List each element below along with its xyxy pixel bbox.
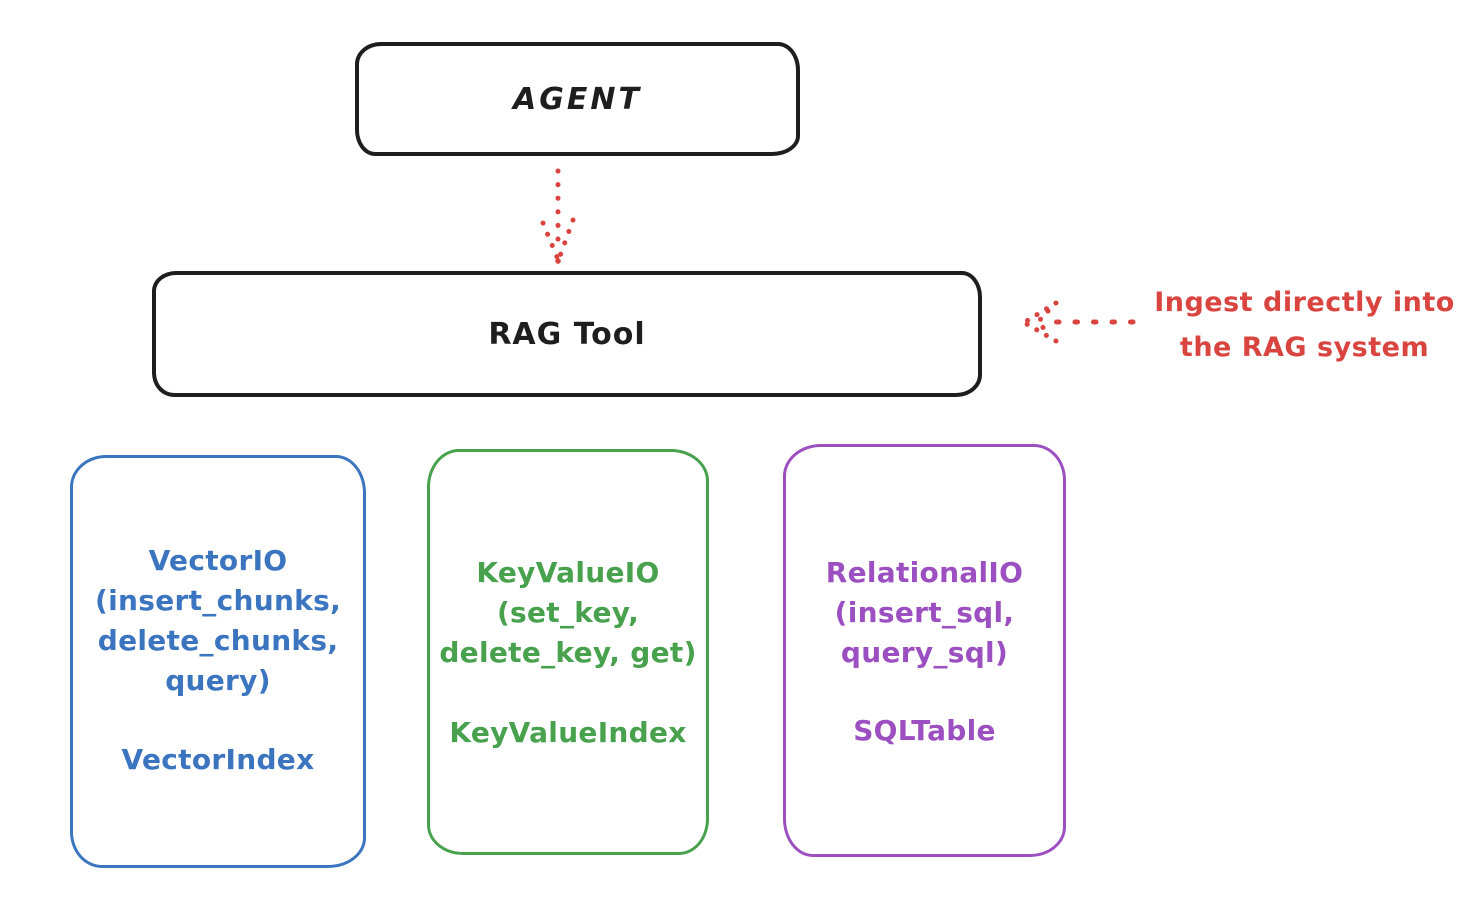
vector-io-line: delete_chunks, (97, 624, 339, 657)
ingest-annotation: Ingest directly into the RAG system (1125, 280, 1484, 370)
keyvalue-io-line: KeyValueIO (476, 556, 660, 589)
relational-io-box: RelationalIO (insert_sql, query_sql) SQL… (783, 444, 1066, 857)
relational-io-line: (insert_sql, (834, 596, 1015, 629)
rag-tool-node-label: RAG Tool (488, 316, 646, 352)
ingest-arrow-icon (1022, 300, 1136, 344)
agent-node: AGENT (355, 42, 800, 156)
vector-io-line: VectorIO (148, 544, 288, 577)
vector-index-label: VectorIndex (121, 743, 315, 776)
keyvalue-io-methods: KeyValueIO (set_key, delete_key, get) (430, 553, 706, 673)
vector-io-line: query) (165, 664, 271, 697)
ingest-annotation-line1: Ingest directly into (1154, 287, 1455, 318)
rag-tool-node: RAG Tool (152, 271, 982, 397)
agent-node-label: AGENT (513, 81, 642, 117)
relational-io-line: query_sql) (840, 636, 1009, 669)
relational-io-methods: RelationalIO (insert_sql, query_sql) (786, 553, 1063, 673)
ingest-annotation-line2: the RAG system (1179, 332, 1430, 363)
relational-io-line: RelationalIO (825, 556, 1024, 589)
vector-io-methods: VectorIO (insert_chunks, delete_chunks, … (73, 541, 363, 701)
keyvalue-io-box: KeyValueIO (set_key, delete_key, get) Ke… (427, 449, 709, 855)
keyvalue-io-line: delete_key, get) (439, 636, 697, 669)
agent-to-rag-arrow-icon (540, 168, 576, 265)
vector-io-line: (insert_chunks, (95, 584, 341, 617)
keyvalue-io-line: (set_key, (496, 596, 640, 629)
sql-table-label: SQLTable (853, 714, 996, 747)
keyvalue-index-label: KeyValueIndex (449, 716, 687, 749)
vector-io-box: VectorIO (insert_chunks, delete_chunks, … (70, 455, 366, 868)
